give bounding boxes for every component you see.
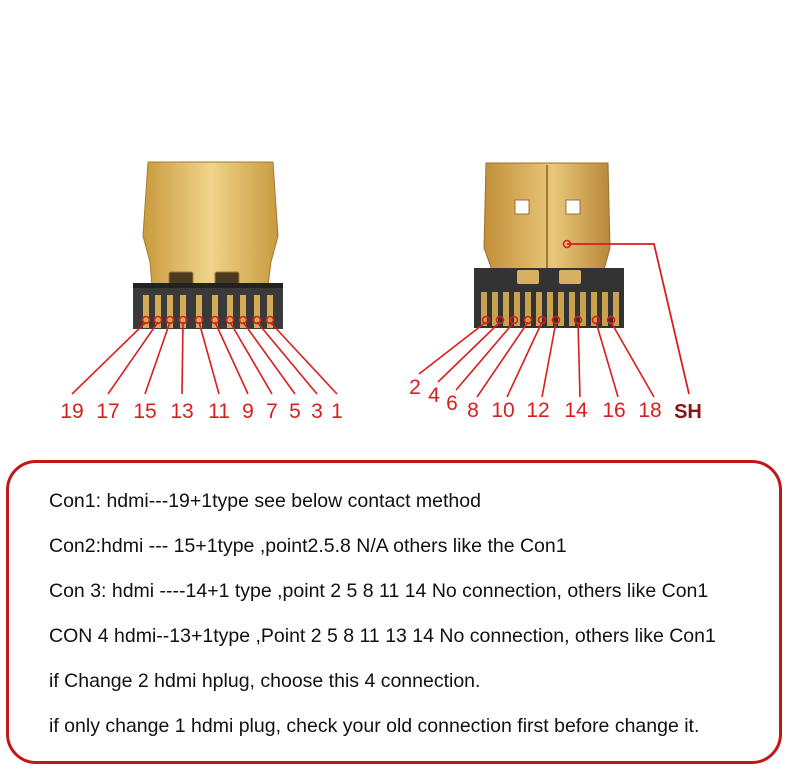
- right-pin-contact: [602, 292, 608, 326]
- left-pin-label-1: 1: [331, 400, 343, 423]
- right-callout-line-6: [455, 321, 515, 391]
- right-pin-label-6: 6: [446, 392, 458, 415]
- left-pin-17: [155, 295, 161, 328]
- left-callout-line-3: [256, 321, 318, 395]
- left-pin-15: [167, 295, 173, 328]
- right-pin-marker-2: [481, 315, 491, 325]
- left-pin-label-9: 9: [242, 400, 254, 423]
- note-line-con1: Con1: hdmi---19+1type see below contact …: [49, 490, 481, 512]
- note-line-con4: CON 4 hdmi--13+1type ,Point 2 5 8 11 13 …: [49, 625, 716, 647]
- right-pin-contact: [536, 292, 542, 326]
- right-pin-label-10: 10: [491, 399, 514, 422]
- left-pin-label-13: 13: [170, 400, 193, 423]
- right-pin-contact: [492, 292, 498, 326]
- right-callout-line-2: [418, 321, 487, 375]
- left-pin-11: [196, 295, 202, 328]
- right-pin-label-14: 14: [564, 399, 588, 422]
- left-pin-5: [240, 295, 246, 328]
- left-pin-label-11: 11: [208, 400, 230, 423]
- right-callout-line-12: [541, 321, 557, 398]
- right-pin-marker-8: [523, 315, 533, 325]
- note-line-con2: Con2:hdmi --- 15+1type ,point2.5.8 N/A o…: [49, 535, 567, 557]
- right-pin-contact: [613, 292, 619, 326]
- right-pin-label-18: 18: [638, 399, 661, 422]
- right-callout-line-16: [595, 321, 619, 398]
- right-callout-line-14: [577, 321, 581, 398]
- left-pin-label-19: 19: [60, 400, 83, 423]
- shield-label: SH: [674, 401, 702, 423]
- left-connector-base-edge: [133, 283, 283, 288]
- left-pin-19: [143, 295, 149, 328]
- left-callout-line-9: [214, 321, 249, 395]
- left-pins: [143, 295, 273, 328]
- left-pin-label-7: 7: [266, 400, 278, 423]
- right-pin-contact: [514, 292, 520, 326]
- left-pin-marker-19: [141, 315, 151, 325]
- left-pin-marker-17: [153, 315, 163, 325]
- right-pin-label-8: 8: [467, 399, 479, 422]
- right-pin-contact: [503, 292, 509, 326]
- right-callout-line-8: [476, 321, 529, 398]
- right-pin-marker-4: [495, 315, 505, 325]
- notes-box: Con1: hdmi---19+1type see below contact …: [6, 460, 782, 764]
- left-callout-line-15: [144, 321, 171, 395]
- right-connector-tab-right: [559, 270, 581, 284]
- left-pin-marker-1: [265, 315, 275, 325]
- right-callout-line-18: [610, 321, 655, 398]
- note-line-con3: Con 3: hdmi ----14+1 type ,point 2 5 8 1…: [49, 580, 709, 602]
- left-pin-label-3: 3: [311, 400, 323, 423]
- right-connector-window-left: [514, 199, 530, 215]
- note-line-change-two: if Change 2 hdmi hplug, choose this 4 co…: [49, 670, 481, 692]
- right-callout-line-4: [437, 321, 501, 383]
- note-line-change-one: if only change 1 hdmi plug, check your o…: [49, 715, 700, 737]
- right-pin-contact: [591, 292, 597, 326]
- left-pin-9: [212, 295, 218, 328]
- left-callout-line-7: [229, 321, 273, 395]
- right-pin-contact: [547, 292, 553, 326]
- right-pin-contact: [580, 292, 586, 326]
- right-pin-contact: [525, 292, 531, 326]
- right-pin-label-4: 4: [428, 384, 440, 407]
- right-pin-contact: [558, 292, 564, 326]
- shield-callout-line: [567, 243, 690, 395]
- left-pin-marker-3: [252, 315, 262, 325]
- right-callout-line-10: [506, 321, 543, 398]
- left-callout-line-11: [198, 321, 220, 395]
- left-pin-label-17: 17: [96, 400, 119, 423]
- left-callout-line-1: [269, 321, 338, 395]
- left-connector-shell: [142, 161, 279, 287]
- right-pin-label-12: 12: [526, 399, 549, 422]
- left-pin-3: [254, 295, 260, 328]
- left-callout-line-13: [181, 321, 184, 395]
- left-pin-13: [180, 295, 186, 328]
- right-pin-label-16: 16: [602, 399, 625, 422]
- left-pin-label-15: 15: [133, 400, 156, 423]
- right-pin-label-2: 2: [409, 376, 421, 399]
- left-pin-marker-5: [238, 315, 248, 325]
- right-connector-tab-left: [517, 270, 539, 284]
- right-pin-contact: [569, 292, 575, 326]
- right-pin-marker-6: [509, 315, 519, 325]
- left-pin-1: [267, 295, 273, 328]
- left-callout-line-19: [71, 321, 147, 395]
- left-pin-7: [227, 295, 233, 328]
- right-connector-window-right: [565, 199, 581, 215]
- right-pins: [481, 292, 619, 326]
- left-callout-line-17: [107, 321, 159, 395]
- left-callout-line-5: [242, 321, 296, 395]
- left-pin-label-5: 5: [289, 400, 301, 423]
- right-pin-contact: [481, 292, 487, 326]
